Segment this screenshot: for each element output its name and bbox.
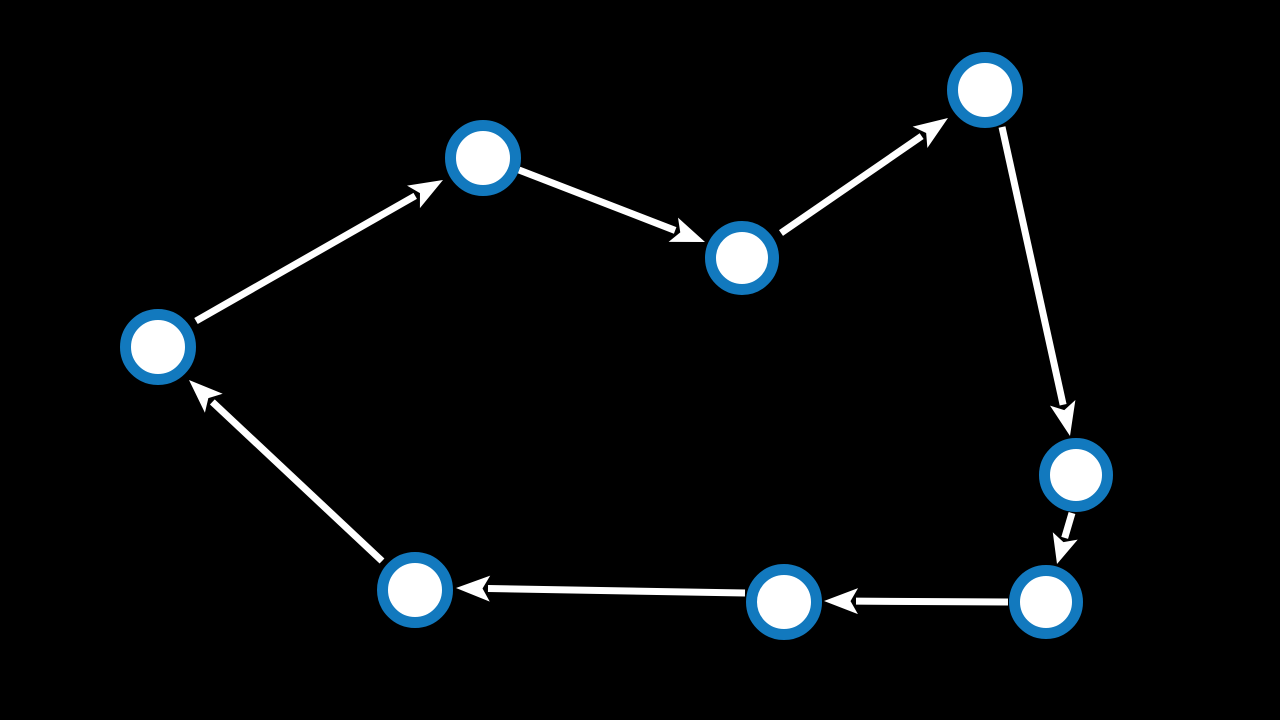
graph-node[interactable] <box>1039 438 1113 512</box>
edge-shaft <box>517 166 677 234</box>
graph-node[interactable] <box>445 120 521 196</box>
node-circle[interactable] <box>1039 438 1113 512</box>
node-circle[interactable] <box>120 309 196 385</box>
edge-arrowhead-icon <box>407 180 443 209</box>
edge-shaft <box>209 399 385 564</box>
edge-arrowhead-icon <box>189 380 223 413</box>
graph-edge <box>189 380 385 564</box>
edge-arrowhead-icon <box>456 575 491 602</box>
node-circle[interactable] <box>377 552 453 628</box>
edge-arrowhead-icon <box>824 588 859 615</box>
node-circle[interactable] <box>1009 565 1083 639</box>
edge-shaft <box>779 133 924 236</box>
edge-shaft <box>487 585 746 597</box>
edge-shaft <box>855 597 1009 606</box>
graph-node[interactable] <box>746 564 822 640</box>
graph-node[interactable] <box>377 552 453 628</box>
node-circle[interactable] <box>746 564 822 640</box>
edge-arrowhead-icon <box>1052 532 1078 564</box>
node-circle[interactable] <box>947 52 1023 128</box>
graph-edge <box>998 126 1076 436</box>
edge-shaft <box>1061 512 1076 539</box>
edge-layer <box>189 118 1078 615</box>
edge-shaft <box>194 192 417 325</box>
edge-shaft <box>998 126 1067 406</box>
graph-edge <box>456 575 746 602</box>
node-circle[interactable] <box>705 221 779 295</box>
graph-node[interactable] <box>947 52 1023 128</box>
edge-arrowhead-icon <box>912 118 948 148</box>
graph-node[interactable] <box>705 221 779 295</box>
edge-arrowhead-icon <box>668 217 705 242</box>
graph-edge <box>194 180 443 325</box>
graph-edge <box>1052 512 1078 564</box>
node-layer <box>120 52 1113 640</box>
graph-edge <box>517 166 705 242</box>
graph-node[interactable] <box>120 309 196 385</box>
graph-node[interactable] <box>1009 565 1083 639</box>
node-circle[interactable] <box>445 120 521 196</box>
graph-edge <box>824 588 1009 615</box>
edge-arrowhead-icon <box>1050 400 1076 436</box>
graph-edge <box>779 118 948 236</box>
